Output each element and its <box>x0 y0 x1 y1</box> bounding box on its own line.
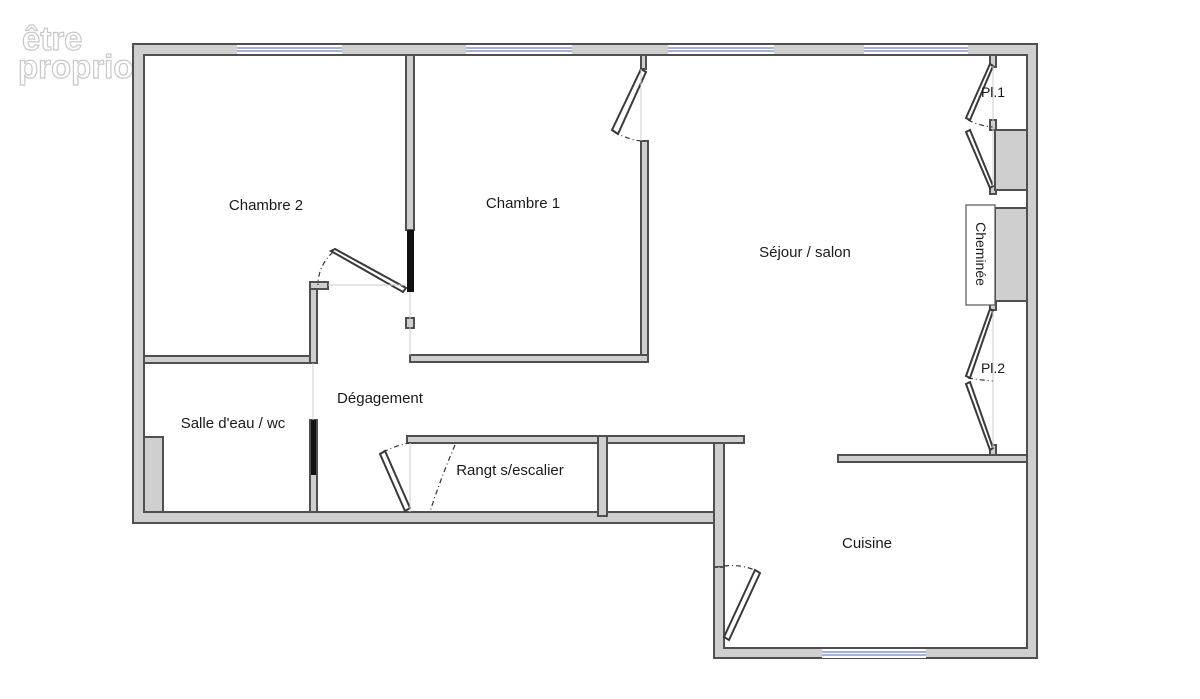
chimney-frame <box>965 204 996 306</box>
logo-watermark: être proprio <box>17 19 134 85</box>
room-labels: Chambre 2 Chambre 1 Séjour / salon Dégag… <box>181 84 1006 552</box>
label-chambre-1: Chambre 1 <box>486 195 560 212</box>
label-degagement: Dégagement <box>337 390 424 407</box>
label-chambre-2: Chambre 2 <box>229 197 303 214</box>
label-cuisine: Cuisine <box>842 535 892 552</box>
label-cheminee: Cheminée <box>973 222 989 286</box>
label-placard-1: Pl.1 <box>981 84 1005 100</box>
label-salle-d-eau-wc: Salle d'eau / wc <box>181 415 286 432</box>
window-openings <box>237 45 968 658</box>
interior-walls <box>143 54 1028 568</box>
logo-line-1: être <box>22 20 83 57</box>
logo-line-2: proprio <box>18 48 133 85</box>
label-sejour-salon: Séjour / salon <box>759 244 851 261</box>
interior-floor <box>143 54 1028 649</box>
label-rangement: Rangt s/escalier <box>456 462 564 479</box>
label-placard-2: Pl.2 <box>981 360 1005 376</box>
doors <box>312 62 995 642</box>
